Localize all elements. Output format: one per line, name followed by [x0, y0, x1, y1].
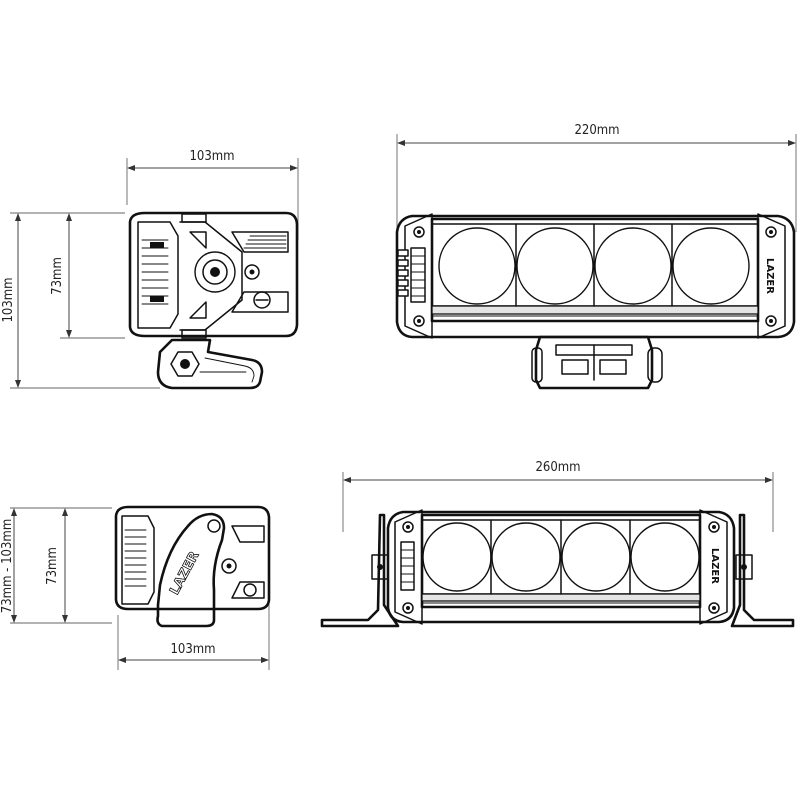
dim-label-bottom-left-range-height: 73mm - 103mm: [0, 519, 15, 613]
brand-mark-2: LAZER: [709, 548, 720, 584]
dim-label-bottom-right-width: 260mm: [535, 460, 580, 475]
dim-top-left-total-height: 103mm: [1, 212, 160, 389]
dim-bottom-right-width: 260mm: [342, 460, 774, 532]
dim-label-bottom-left-width: 103mm: [170, 642, 215, 657]
dim-top-left-width: 103mm: [126, 149, 299, 240]
dim-label-top-right-width: 220mm: [574, 123, 619, 138]
front-view-top: 220mm: [395, 123, 797, 390]
front-view-bottom: 260mm LAZER: [320, 460, 795, 628]
dim-bottom-left-width: 103mm: [117, 600, 270, 670]
lamp-side-view-2: [114, 505, 271, 611]
dim-label-top-left-width: 103mm: [189, 149, 234, 164]
side-view-bottom: 73mm - 103mm 73mm 103mm: [0, 505, 271, 670]
side-view-top: 103mm 73mm 103mm: [1, 149, 299, 390]
lamp-side-view-1: [128, 211, 299, 339]
dim-label-top-left-inner-height: 73mm: [50, 257, 65, 295]
led-lenses-2: [422, 519, 700, 595]
light-bar-front-1: LAZER: [395, 213, 796, 390]
led-lenses-1: [438, 223, 750, 307]
dim-top-right-width: 220mm: [396, 123, 797, 232]
brand-mark-bracket: LAZER: [167, 549, 202, 597]
light-bar-front-2: LAZER: [320, 509, 795, 628]
brand-mark-1: LAZER: [764, 258, 775, 294]
mounting-bracket-1: [156, 338, 264, 390]
dim-label-bottom-left-inner-height: 73mm: [45, 547, 60, 585]
dim-top-left-inner-height: 73mm: [50, 212, 125, 339]
dim-bottom-left-inner-height: 73mm: [45, 507, 112, 624]
dim-label-top-left-total-height: 103mm: [1, 277, 16, 322]
